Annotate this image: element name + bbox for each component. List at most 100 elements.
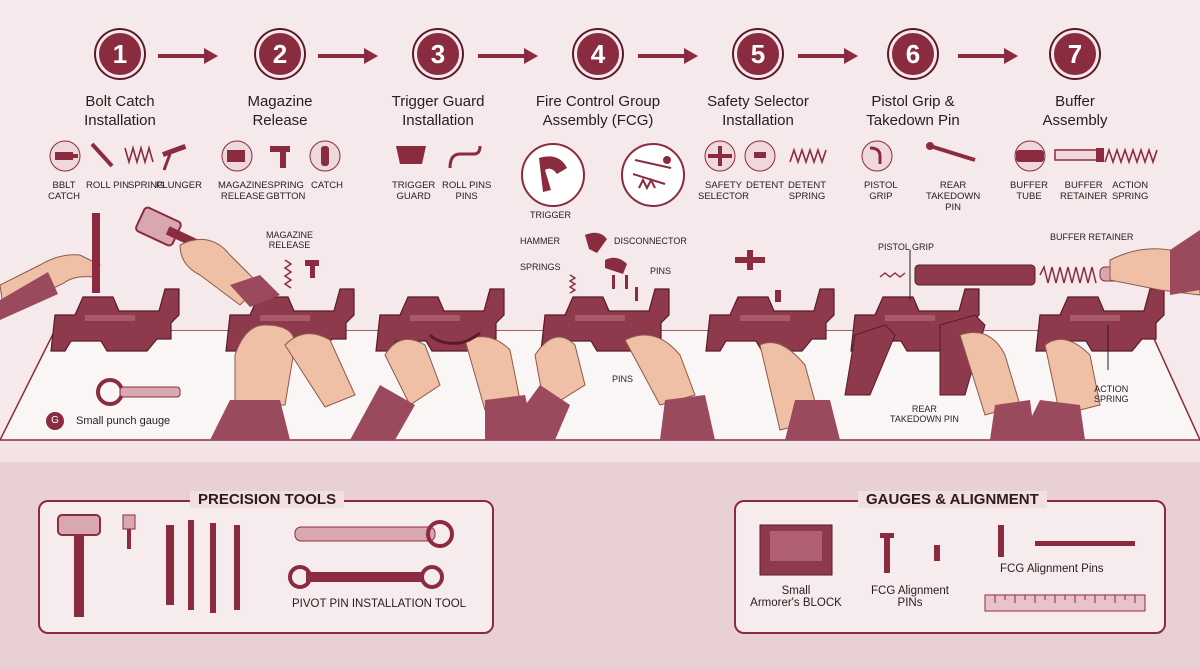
arrow-right-icon (158, 48, 218, 64)
safety-selector-icon (704, 140, 736, 172)
buffer-retainer-icon (1054, 148, 1104, 162)
hammer-part (585, 232, 607, 253)
mallet-icon (57, 514, 101, 617)
punch-set-icon (166, 520, 240, 613)
lower-receiver-5 (705, 288, 835, 352)
step-4: 4 (523, 30, 673, 78)
spring-icon (124, 145, 154, 165)
callout-hammer: HAMMER (520, 236, 560, 246)
precision-tools-title: PRECISION TOOLS (190, 491, 345, 508)
step-6-title: Pistol Grip &Takedown Pin (866, 93, 960, 129)
step-number: 7 (1051, 30, 1099, 78)
callout-pins: PINS (650, 266, 672, 276)
callout-trigger: TRIGGER (530, 210, 572, 220)
part-label: ROLL PIN (86, 180, 129, 191)
precision-tools-icons (57, 514, 454, 617)
step-2: 2 (205, 30, 355, 78)
assembly-illustration (0, 206, 1200, 440)
parts-icon-row (49, 140, 1158, 172)
callout-springs: SPRINGS (520, 262, 561, 272)
punch-tool (92, 213, 100, 293)
plunger-icon (162, 144, 187, 171)
gauges-icons (759, 524, 1146, 612)
fcg-pins-right-label: FCG Alignment Pins (1000, 563, 1104, 575)
step-number: 3 (414, 30, 462, 78)
roll-pins-icon (448, 145, 482, 169)
gauge-note-text: Small punch gauge (76, 415, 171, 427)
pistol-grip-part-left (844, 324, 896, 396)
hand-step6 (959, 332, 1021, 416)
detent-icon (744, 140, 776, 172)
fcg-detail-icons (521, 143, 685, 207)
gauges-title: GAUGES & ALIGNMENT (858, 491, 1047, 508)
step-number: 1 (96, 30, 144, 78)
step-5: 5 (683, 30, 833, 78)
step-6: 6 (838, 30, 988, 78)
arrow-right-icon (958, 48, 1018, 64)
safety-selector-part (735, 250, 765, 270)
action-spring-icon (1104, 147, 1158, 165)
gauge-badge: G (46, 412, 64, 430)
pistol-grip-icon (861, 140, 893, 172)
spring-button-icon (270, 146, 290, 168)
step-number: 6 (889, 30, 937, 78)
hand-step2 (234, 324, 296, 406)
lower-receiver-1 (50, 288, 180, 352)
armorers-block-icon (759, 524, 833, 576)
precision-tools-panel (38, 500, 494, 634)
catch-icon (309, 140, 341, 172)
callout-buffer-retainer: BUFFER RETAINER (1050, 232, 1134, 242)
action-spring-part (1039, 264, 1097, 284)
hand-step3 (384, 338, 441, 406)
ruler-icon (984, 594, 1146, 612)
arrow-right-icon (478, 48, 538, 64)
step-3: 3 (363, 30, 513, 78)
alignment-pin-icon (880, 533, 940, 573)
punch-gauge-tool (96, 378, 181, 406)
pivot-pin-tool-icon (294, 520, 454, 548)
trigger-guard-icon (396, 146, 426, 164)
step-number: 4 (574, 30, 622, 78)
fcg-parts-icon (632, 156, 672, 191)
part-label: PLUNGER (156, 180, 202, 191)
punch-head-icon (122, 514, 136, 549)
buffer-tube-part (914, 264, 1036, 286)
part-label: CATCH (311, 180, 344, 191)
callout-pistol-grip: PISTOL GRIP (878, 242, 935, 252)
step-number: 2 (256, 30, 304, 78)
hand-step7 (1044, 338, 1101, 416)
part-label: DETENT (746, 180, 784, 191)
rear-takedown-pin-icon (926, 142, 976, 162)
pivot-pin-label: PIVOT PIN INSTALLATION TOOL (292, 598, 467, 610)
roll-pin-icon (90, 142, 114, 168)
callout-pins-bottom: PINS (612, 374, 634, 384)
step-number: 5 (734, 30, 782, 78)
bolt-catch-icon (49, 140, 81, 172)
disconnector-part (605, 257, 627, 274)
callout-disconnector: DISCONNECTOR (614, 236, 687, 246)
arrow-right-icon (318, 48, 378, 64)
detent-spring-icon (789, 147, 827, 165)
part-label: SPRING (128, 180, 165, 191)
wrench-icon (288, 565, 444, 589)
